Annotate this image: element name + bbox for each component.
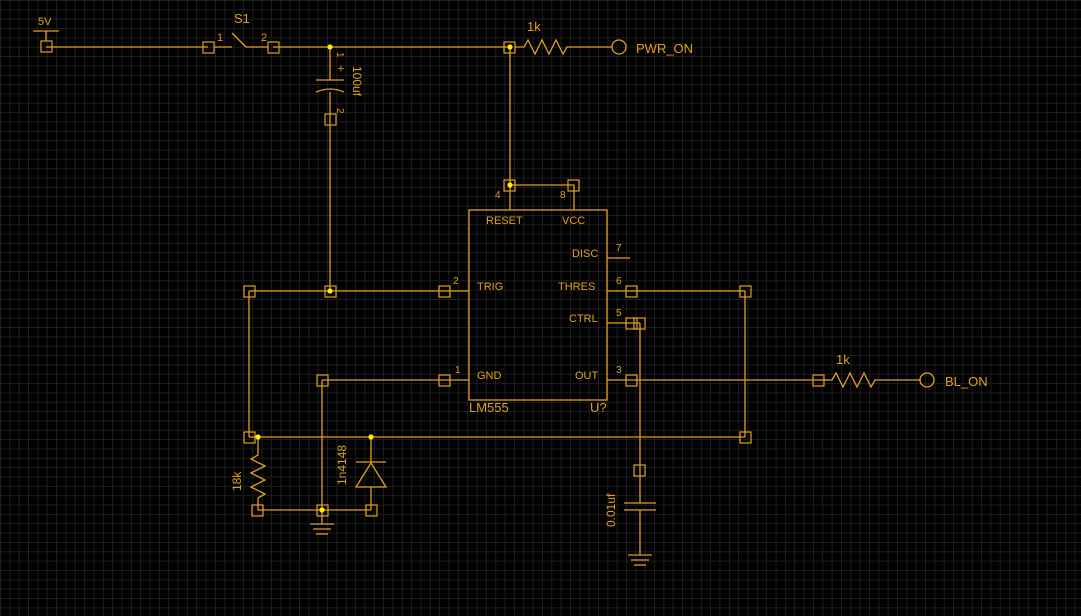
ic-pin-vcc: 8 bbox=[560, 190, 566, 201]
ic-label-disc: DISC bbox=[572, 248, 598, 260]
ic-pin-reset: 4 bbox=[495, 190, 501, 201]
ic-pin-thres: 6 bbox=[616, 276, 622, 287]
resistor-18k-value: 18k bbox=[230, 471, 244, 491]
port-bl-label: BL_ON bbox=[945, 374, 988, 389]
resistor-1k-top[interactable]: 1k bbox=[503, 19, 571, 56]
ic-pin-trig: 2 bbox=[453, 276, 459, 287]
wire-endpoints bbox=[243, 285, 752, 517]
wire-18k-bottom bbox=[257, 498, 371, 511]
power-5v[interactable]: 5V bbox=[33, 16, 59, 53]
ic-label-trig: TRIG bbox=[477, 281, 503, 293]
cap100-plus: + bbox=[334, 65, 348, 72]
ic-label-thres: THRES bbox=[558, 281, 595, 293]
switch-pin1: 1 bbox=[217, 32, 223, 44]
wire-reset-vcc bbox=[510, 184, 575, 210]
port-bl-on[interactable]: BL_ON bbox=[919, 372, 988, 389]
ic-part: LM555 bbox=[469, 400, 509, 415]
junctions bbox=[255, 44, 513, 513]
junction-dot bbox=[507, 44, 513, 50]
ic-label-vcc: VCC bbox=[562, 215, 585, 227]
diode-1n4148[interactable]: 1n4148 bbox=[335, 445, 388, 488]
ic-label-out: OUT bbox=[575, 370, 599, 382]
junction-dot bbox=[255, 434, 261, 440]
ic-pin-ctrl: 5 bbox=[616, 308, 622, 319]
capacitor-100uf[interactable]: 100uf 1 + 2 bbox=[315, 52, 364, 126]
ic-lm555[interactable]: RESET VCC DISC TRIG THRES CTRL GND OUT 4… bbox=[438, 179, 646, 415]
ic-label-reset: RESET bbox=[486, 215, 523, 227]
resistor-top-value: 1k bbox=[527, 19, 541, 34]
resistor-out-value: 1k bbox=[836, 352, 850, 367]
cap100-pin2: 2 bbox=[334, 108, 345, 114]
junction-dot bbox=[368, 434, 374, 440]
ic-pin-out: 3 bbox=[616, 365, 622, 376]
switch-ref: S1 bbox=[234, 11, 250, 26]
power-label: 5V bbox=[38, 16, 52, 28]
ic-pin-disc: 7 bbox=[616, 243, 622, 254]
switch-s1[interactable]: S1 1 2 bbox=[202, 11, 280, 54]
cap001-value: 0.01uf bbox=[604, 493, 618, 527]
junction-dot bbox=[507, 182, 513, 188]
junction-dot bbox=[319, 507, 325, 513]
resistor-18k[interactable]: 18k bbox=[230, 452, 267, 499]
resistor-1k-out[interactable]: 1k bbox=[812, 352, 880, 389]
ic-label-gnd: GND bbox=[477, 370, 502, 382]
junction-dot bbox=[327, 288, 333, 294]
junction-dot bbox=[327, 44, 333, 50]
diode-value: 1n4148 bbox=[335, 445, 349, 485]
capacitor-001uf[interactable]: 0.01uf bbox=[604, 493, 656, 527]
wires bbox=[46, 46, 920, 555]
ground-icon bbox=[628, 554, 652, 566]
cap100-pin1: 1 bbox=[334, 52, 345, 58]
cap100-value: 100uf bbox=[350, 66, 364, 97]
ground-icon bbox=[310, 523, 334, 535]
ic-pin-gnd: 1 bbox=[455, 365, 461, 376]
switch-pin2: 2 bbox=[261, 32, 267, 44]
port-pwr-on[interactable]: PWR_ON bbox=[611, 39, 693, 56]
ic-label-ctrl: CTRL bbox=[569, 313, 598, 325]
ic-ref: U? bbox=[590, 400, 607, 415]
port-pwr-label: PWR_ON bbox=[636, 41, 693, 56]
